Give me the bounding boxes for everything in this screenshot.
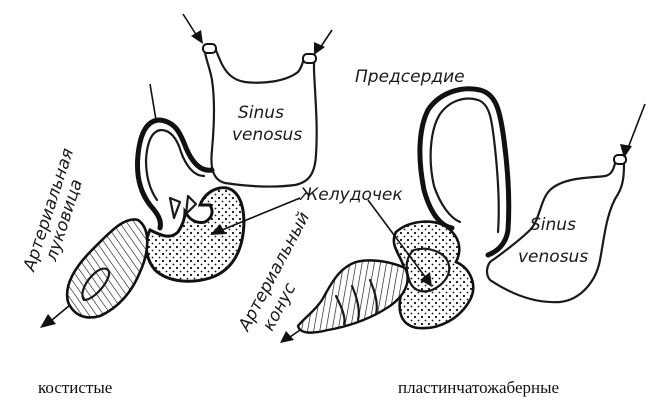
left-sinus-label-2: venosus: [232, 125, 302, 145]
left-inflow-tube-2: [303, 54, 316, 63]
caption-bony-fish: костистые: [38, 378, 112, 397]
left-valve-1: [170, 198, 180, 218]
caption-elasmobranch: пластинчатожаберные: [398, 378, 559, 397]
left-sinus-label-1: Sinus: [238, 103, 284, 123]
atrium-label: Предсердие: [355, 67, 465, 87]
ventricle-label: Желудочек: [299, 185, 403, 205]
left-valve-2: [186, 196, 196, 214]
right-sinus-label-1: Sinus: [530, 215, 576, 235]
elasmobranch-heart: [280, 89, 645, 343]
bony-fish-heart: [40, 14, 332, 328]
right-sinus-label-2: venosus: [518, 247, 588, 267]
right-conus-arteriosus: [298, 260, 408, 332]
left-inflow-tube-1: [203, 44, 216, 53]
